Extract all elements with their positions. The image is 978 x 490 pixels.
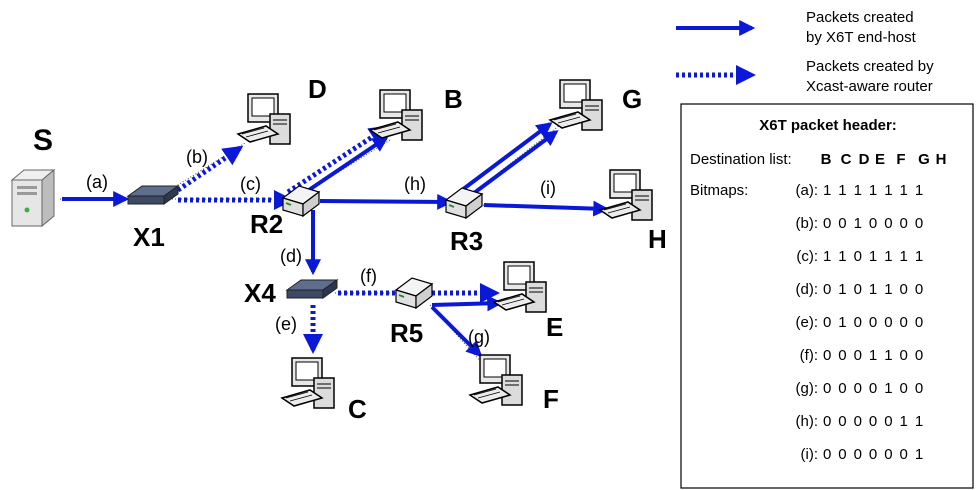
bitmap-row-label: (c): — [796, 248, 818, 265]
node-label-x4: X4 — [244, 278, 276, 308]
bitmap-row-label: (b): — [796, 215, 819, 232]
link-label-i: (i) — [540, 178, 556, 198]
dest-list-item: H — [936, 151, 947, 168]
arrow-i — [483, 200, 610, 217]
arrow-h — [319, 193, 454, 210]
dest-list-item: C — [841, 151, 852, 168]
arrow-b — [176, 145, 244, 193]
arrow-g — [430, 305, 483, 358]
node-label-f: F — [543, 384, 559, 414]
header-box — [680, 103, 974, 489]
computer-icon — [469, 354, 523, 406]
bitmap-row-label: (i): — [801, 446, 819, 463]
link-label-h: (h) — [404, 174, 426, 194]
bitmap-row-bits: 0 0 0 0 0 1 1 — [823, 413, 925, 430]
node-label-r2: R2 — [250, 209, 283, 239]
link-label-f: (f) — [360, 266, 377, 286]
bitmap-row-label: (d): — [796, 281, 819, 298]
bitmaps-label: Bitmaps: — [690, 182, 748, 199]
header-title: X6T packet header: — [759, 117, 897, 134]
dest-list-label: Destination list: — [690, 151, 792, 168]
bitmap-row-bits: 0 1 0 1 1 0 0 — [823, 281, 925, 298]
arrow-r3-g-1 — [468, 130, 559, 198]
dest-list-item: D — [859, 151, 870, 168]
node-label-r3: R3 — [450, 226, 483, 256]
legend-dotted-label-1: Packets created by — [806, 58, 934, 75]
bitmap-row-bits: 1 1 1 1 1 1 1 — [823, 182, 925, 199]
link-label-g: (g) — [468, 327, 490, 347]
bitmap-row-label: (g): — [796, 380, 819, 397]
bitmap-row-label: (e): — [796, 314, 819, 331]
bitmap-row-label: (h): — [796, 413, 819, 430]
dest-list-item: B — [821, 151, 832, 168]
computer-icon — [369, 89, 423, 141]
arrow-r2-b-dotted — [286, 125, 390, 195]
xcast-router-icon — [127, 185, 179, 205]
computer-icon — [237, 93, 291, 145]
node-label-e: E — [546, 312, 563, 342]
computer-icon — [549, 79, 603, 131]
node-label-g: G — [622, 84, 642, 114]
bitmap-rows: (a):1 1 1 1 1 1 1(b):0 0 1 0 0 0 0 (c): 1 … — [796, 182, 925, 463]
legend-solid-label-2: by X6T end-host — [806, 29, 917, 46]
dest-list-item: G — [918, 151, 930, 168]
node-label-c: C — [348, 394, 367, 424]
computer-icon — [599, 169, 653, 221]
bitmap-row-bits: 0 0 0 1 1 0 0 — [823, 347, 925, 364]
link-label-a: (a) — [86, 172, 108, 192]
bitmap-row-bits: 0 0 0 0 1 0 0 — [823, 380, 925, 397]
node-label-b: B — [444, 84, 463, 114]
router-icon — [445, 187, 483, 219]
node-label-r5: R5 — [390, 318, 423, 348]
dest-list-item: E — [875, 151, 885, 168]
arrow-r3-g-2 — [460, 122, 553, 192]
arrow-r2-b — [298, 136, 389, 198]
bitmap-row-label: (a): — [796, 182, 819, 199]
computer-icon — [493, 261, 547, 313]
dest-list-item: F — [896, 151, 905, 168]
bitmap-row-bits: 0 1 0 0 0 0 0 — [823, 314, 925, 331]
router-icon — [395, 277, 433, 309]
link-label-c: (c) — [240, 174, 261, 194]
bitmap-row-bits: 0 0 0 0 0 0 1 — [823, 446, 925, 463]
node-label-s: S — [33, 124, 53, 157]
phys-link-r3-g — [469, 124, 561, 196]
computer-icon — [281, 357, 335, 409]
link-label-e: (e) — [275, 314, 297, 334]
server-icon — [11, 169, 55, 227]
bitmap-row-bits: 1 1 0 1 1 1 1 — [823, 248, 925, 265]
link-label-b: (b) — [186, 147, 208, 167]
arrow-r5-e-solid — [431, 295, 504, 312]
bitmap-row-label: (f): — [800, 347, 818, 364]
node-label-x1: X1 — [133, 222, 165, 252]
legend-dotted-label-2: Xcast-aware router — [806, 78, 933, 95]
legend-solid-label-1: Packets created — [806, 9, 914, 26]
link-label-d: (d) — [280, 246, 302, 266]
node-label-d: D — [308, 74, 327, 104]
node-label-h: H — [648, 224, 667, 254]
bitmap-row-bits: 0 0 1 0 0 0 0 — [823, 215, 925, 232]
xcast-router-icon — [286, 279, 338, 299]
